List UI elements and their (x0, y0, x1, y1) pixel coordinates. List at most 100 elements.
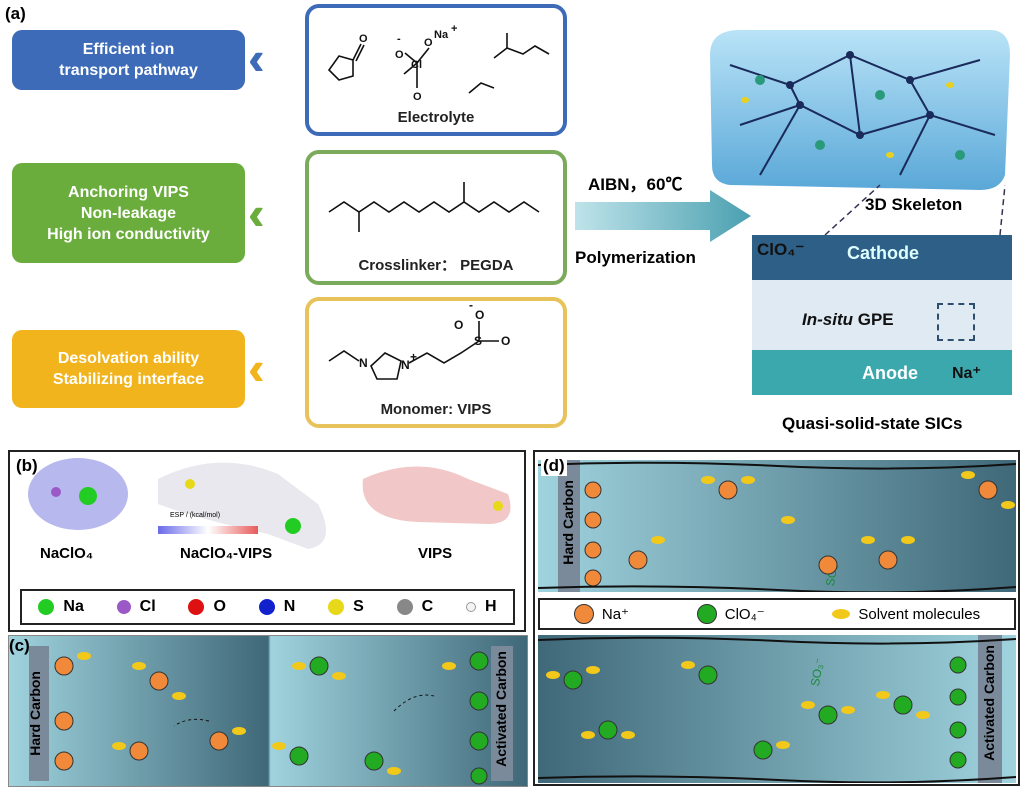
anion-label: ClO₄⁻ (757, 240, 805, 259)
feature-anchoring: Anchoring VIPS Non-leakage High ion cond… (12, 163, 245, 263)
atom-label: N (401, 358, 410, 372)
panel-d: Hard Carbon SO₃⁻ Na⁺ ClO₄⁻ Solvent molec… (533, 450, 1020, 786)
atom-label: O (395, 49, 404, 61)
legend-item: ClO₄⁻ (696, 604, 765, 624)
hard-carbon-electrode (558, 460, 580, 592)
anode-layer (752, 350, 1012, 395)
atom-label: O (454, 318, 463, 332)
reaction-process: Polymerization (575, 248, 696, 267)
gpe-text: GPE (853, 310, 894, 329)
element-legend: Na Cl O N S C H (20, 589, 515, 625)
panel-b-label: (b) (16, 456, 38, 475)
crosslinker-box: Crosslinker： PEGDA (305, 150, 567, 285)
esp-scale-label: ESP / (kcal/mol) (170, 512, 221, 519)
legend-item: Na⁺ (573, 604, 629, 624)
atom-label: O (424, 37, 433, 49)
feature-text: Non-leakage (80, 204, 177, 222)
activated-carbon-electrode (491, 646, 513, 781)
legend-item: H (465, 598, 497, 616)
feature-text: Desolvation ability (57, 350, 200, 367)
ion-legend: Na⁺ ClO₄⁻ Solvent molecules (538, 598, 1016, 630)
reaction-arrow-icon (575, 190, 751, 242)
atom-label: O (413, 91, 422, 103)
atom-sphere-icon (465, 602, 476, 612)
atom-label: O (501, 334, 510, 348)
cathode-interface-diagram (538, 636, 1016, 783)
atom-label: - (397, 33, 401, 45)
atom-label: - (469, 301, 473, 312)
atom-label: Na (434, 29, 449, 41)
cation-label: Na⁺ (952, 365, 981, 382)
reaction-conditions: AIBN，60℃ (588, 175, 683, 194)
atom-sphere-icon (258, 599, 275, 615)
atom-sphere-icon (328, 599, 345, 615)
zoom-guide-lines (824, 184, 1006, 236)
panel-c: (c) Hard Carbon Activated Carbon (8, 635, 528, 787)
chevron-left-icon: ‹‹ (248, 187, 263, 239)
solvent-molecule-icon (832, 609, 851, 619)
monomer-caption: Monomer: VIPS (380, 401, 492, 418)
panel-b: (b) ESP / (kcal/mol) NaClO₄ NaClO₄-VIPS … (8, 450, 526, 632)
esp-surfaces (28, 458, 511, 549)
panel-c-label: (c) (9, 636, 30, 655)
gpe-italic: In-situ (802, 310, 853, 329)
ion-solvation-diagram (54, 651, 489, 785)
legend-item: Solvent molecules (832, 606, 980, 623)
atom-sphere-icon (116, 600, 131, 614)
hard-carbon-electrode (29, 646, 49, 781)
molecule-label: NaClO₄-VIPS (180, 545, 273, 562)
skeleton-label: 3D Skeleton (865, 195, 963, 214)
cell-caption: Quasi-solid-state SICs (782, 414, 963, 433)
gpe-label: In-situ GPE (802, 310, 894, 330)
feature-text: Stabilizing interface (52, 371, 205, 388)
feature-desolvation: Desolvation ability Stabilizing interfac… (12, 330, 245, 408)
chevron-left-icon: ‹‹ (248, 342, 263, 394)
atom-label: O (359, 33, 368, 45)
anode-label: Anode (862, 363, 918, 383)
legend-item: O (188, 598, 226, 616)
feature-text: Anchoring VIPS (68, 183, 189, 201)
panel-a-label: (a) (5, 4, 26, 23)
legend-text: ClO₄⁻ (724, 606, 765, 623)
monomer-box: N N + O S O O - Monomer: VIPS (305, 297, 567, 428)
feature-ion-transport: Efficient ion transport pathway (12, 30, 245, 90)
feature-text: High ion conductivity (47, 225, 210, 243)
atom-label: S (474, 334, 482, 348)
atom-label: + (451, 23, 457, 35)
atom-sphere-icon (38, 599, 55, 615)
atom-sphere-icon (188, 599, 205, 615)
vips-structure: N N + O S O O - (328, 298, 510, 380)
cathode-label: Cathode (847, 243, 919, 263)
battery-cross-section: ClO₄⁻ Cathode In-situ GPE Anode Na⁺ (752, 235, 1012, 395)
chevron-left-icon: ‹‹ (248, 32, 263, 84)
atom-label: O (475, 308, 484, 322)
electrolyte-caption: Electrolyte (397, 109, 475, 126)
atom-sphere-icon (396, 599, 413, 615)
atom-label: + (410, 350, 417, 364)
legend-text: Na⁺ (601, 606, 629, 623)
zoom-box (937, 303, 975, 341)
feature-text: Efficient ion (82, 41, 175, 58)
legend-text: N (283, 598, 296, 615)
electrolyte-box: O O Cl O O Na + - Electrolyte (305, 4, 567, 136)
legend-item: N (258, 598, 296, 616)
activated-carbon-electrode (978, 635, 1002, 783)
pegda-structure (328, 182, 540, 232)
molecule-label: NaClO₄ (40, 545, 93, 562)
perchlorate-ion-icon (696, 604, 717, 624)
legend-text: Na (63, 598, 84, 615)
legend-item: Na (38, 598, 84, 616)
anode-interface-diagram (538, 461, 1016, 592)
legend-item: S (328, 598, 364, 616)
legend-text: Solvent molecules (858, 605, 981, 623)
3d-skeleton-illustration (710, 30, 1010, 190)
molecule-label: VIPS (418, 545, 453, 562)
crosslinker-caption: Crosslinker： PEGDA (358, 257, 514, 274)
sodium-ion-icon (573, 604, 594, 624)
legend-text: S (353, 598, 364, 615)
legend-text: C (421, 598, 434, 615)
legend-text: O (213, 598, 226, 615)
electrolyte-structures: O O Cl O O Na + - (327, 23, 550, 103)
legend-item: C (396, 598, 434, 616)
atom-label: Cl (411, 59, 422, 71)
